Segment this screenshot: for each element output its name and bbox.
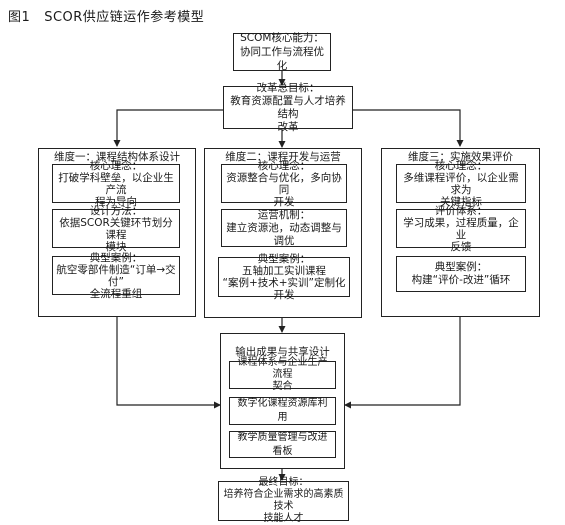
output-resource-line1: 数字化课程资源库利用 (237, 398, 328, 423)
dim2-case-box: 典型案例： 五轴加工实训课程 “案例+技术+实训”定制化开发 (218, 253, 350, 301)
dim1-design-method-title: 设计方法： (89, 204, 143, 217)
core-capability-text: 协同工作与流程优化 (240, 46, 324, 72)
dim3-core-idea-title: 核心理念： (434, 159, 488, 172)
figure-label: 图1 (8, 10, 31, 25)
dim1-core-idea-line1: 打破学科壁垒，以企业生产流 (58, 171, 174, 196)
dim2-operation-box: 运营机制： 建立资源池，动态调整与调优 (221, 209, 347, 247)
dim1-design-method-line1: 依据SCOR关键环节划分课程 (59, 216, 173, 241)
dim2-case-line1: 五轴加工实训课程 (242, 265, 326, 277)
dim1-design-method-box: 设计方法： 依据SCOR关键环节划分课程 模块 (52, 205, 180, 253)
dimension-3-title: 维度三：实施效果评价 (408, 151, 513, 163)
dim3-core-idea-line2: 关键指标 (440, 195, 482, 208)
dim2-operation-title: 运营机制： (257, 208, 311, 221)
dim3-evaluation-line1: 学习成果，过程质量，企业 (403, 216, 519, 241)
output-curriculum-line2: 契合 (272, 381, 293, 392)
dim2-core-idea-title: 核心理念： (257, 159, 311, 172)
reform-goal-box: 改革总目标： 教育资源配置与人才培养结构 改革 (223, 82, 353, 133)
figure-caption: SCOR供应链运作参考模型 (44, 10, 205, 25)
reform-goal-line2: 改革 (277, 120, 299, 133)
dim3-core-idea-line1: 多维课程评价，以企业需求为 (403, 171, 519, 196)
arrow-dim3-to-output (344, 317, 461, 409)
dim3-evaluation-title: 评价体系： (434, 204, 488, 217)
dim2-core-idea-line2: 开发 (273, 195, 295, 208)
dim3-case-box: 典型案例： 构建“评价-改进”循环 (396, 256, 526, 292)
dim1-core-idea-title: 核心理念： (89, 159, 143, 172)
output-curriculum-line1: 课程体系与企业生产流程 (237, 357, 328, 380)
reform-goal-title: 改革总目标： (256, 81, 320, 94)
output-curriculum-box: 课程体系与企业生产流程 契合 (229, 357, 336, 392)
dim3-core-idea-box: 核心理念： 多维课程评价，以企业需求为 关键指标 (396, 160, 526, 208)
dim3-case-line1: 构建“评价-改进”循环 (411, 274, 511, 286)
dim2-core-idea-box: 核心理念： 资源整合与优化，多向协同 开发 (221, 160, 347, 208)
arrow-goal-to-dim1 (113, 109, 223, 147)
dim2-case-title: 典型案例： (257, 253, 311, 265)
dim2-operation-line1: 建立资源池，动态调整与调优 (226, 221, 342, 247)
output-title: 输出成果与共享设计 (235, 346, 330, 358)
dimension-2-title: 维度二：课程开发与运营 (225, 151, 341, 163)
dim3-case-title: 典型案例： (434, 261, 488, 273)
dim2-core-idea-line1: 资源整合与优化，多向协同 (226, 171, 342, 196)
dim1-case-box: 典型案例： 航空零部件制造“订单→交付” 全流程重组 (52, 252, 180, 300)
dim1-case-title: 典型案例： (89, 251, 143, 264)
final-goal-box: 最终目标： 培养符合企业需求的高素质技术 技能人才 (218, 477, 349, 524)
reform-goal-line1: 教育资源配置与人才培养结构 (230, 94, 346, 120)
dim1-case-line1: 航空零部件制造“订单→交付” (56, 263, 176, 288)
arrow-dim1-to-output (116, 317, 221, 409)
dim1-case-line2: 全流程重组 (89, 287, 143, 300)
figure-title: 图1 SCOR供应链运作参考模型 (8, 6, 204, 25)
final-goal-line1: 培养符合企业需求的高素质技术 (223, 489, 344, 512)
dim1-core-idea-line2: 程为导向 (95, 195, 137, 208)
core-capability-box: SCOM核心能力： 协同工作与流程优化 (233, 32, 331, 72)
dim2-case-line2: “案例+技术+实训”定制化开发 (222, 277, 346, 301)
final-goal-title: 最终目标： (258, 477, 309, 488)
dim1-core-idea-box: 核心理念： 打破学科壁垒，以企业生产流 程为导向 (52, 160, 180, 208)
arrow-goal-to-dim3 (353, 109, 464, 147)
dim1-design-method-line2: 模块 (105, 240, 127, 253)
dimension-1-title: 维度一：课程结构体系设计 (54, 151, 180, 163)
core-capability-title: SCOM核心能力： (240, 32, 324, 44)
dim3-evaluation-box: 评价体系： 学习成果，过程质量，企业 反馈 (396, 205, 526, 253)
output-quality-line1: 教学质量管理与改进看板 (237, 431, 328, 457)
output-quality-box: 教学质量管理与改进看板 (229, 431, 336, 458)
dim3-evaluation-line2: 反馈 (450, 240, 472, 253)
output-resource-box: 数字化课程资源库利用 (229, 397, 336, 425)
final-goal-line2: 技能人才 (263, 513, 304, 524)
